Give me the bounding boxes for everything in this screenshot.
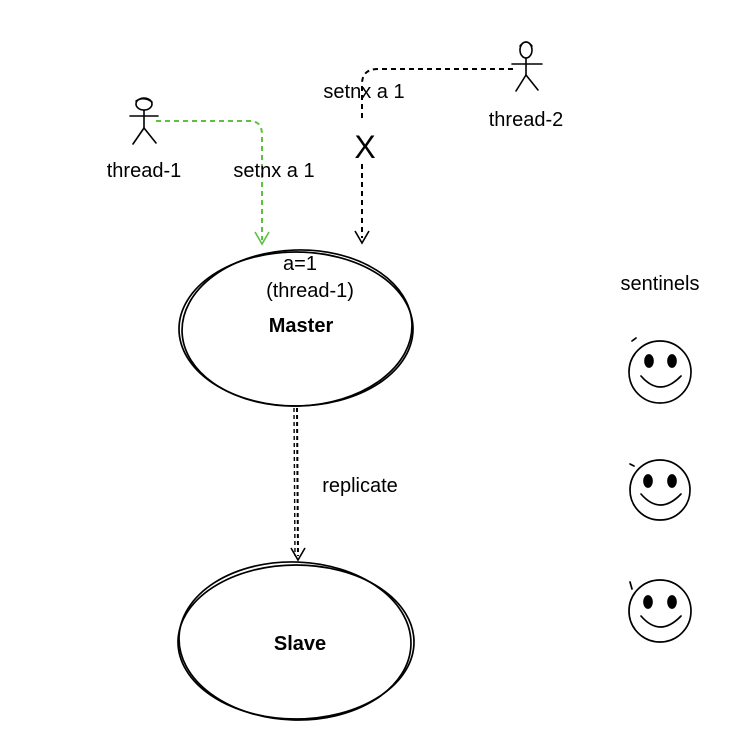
- slave-label: Slave: [274, 633, 326, 655]
- replicate-label: replicate: [322, 475, 398, 497]
- thread-2-arrow: [354, 68, 513, 245]
- smiley-icon: [628, 579, 692, 643]
- thread-1-arrow: [156, 120, 270, 246]
- thread-2-command-label: setnx a 1: [323, 81, 404, 103]
- rejected-mark: X: [354, 129, 375, 165]
- thread-1-command-label: setnx a 1: [233, 160, 314, 182]
- thread-1-label: thread-1: [107, 160, 182, 182]
- master-node: [178, 249, 414, 407]
- smiley-icon: [629, 459, 691, 521]
- replicate-arrow: [290, 407, 306, 562]
- thread-1-actor-icon: [129, 97, 159, 145]
- slave-node: [177, 561, 415, 721]
- thread-2-label: thread-2: [489, 109, 564, 131]
- sentinels-label: sentinels: [621, 273, 700, 295]
- smiley-icon: [628, 337, 692, 404]
- master-value-line: a=1: [283, 253, 317, 275]
- master-owner-line: (thread-1): [266, 280, 354, 302]
- master-label: Master: [269, 315, 334, 337]
- thread-2-actor-icon: [511, 41, 543, 92]
